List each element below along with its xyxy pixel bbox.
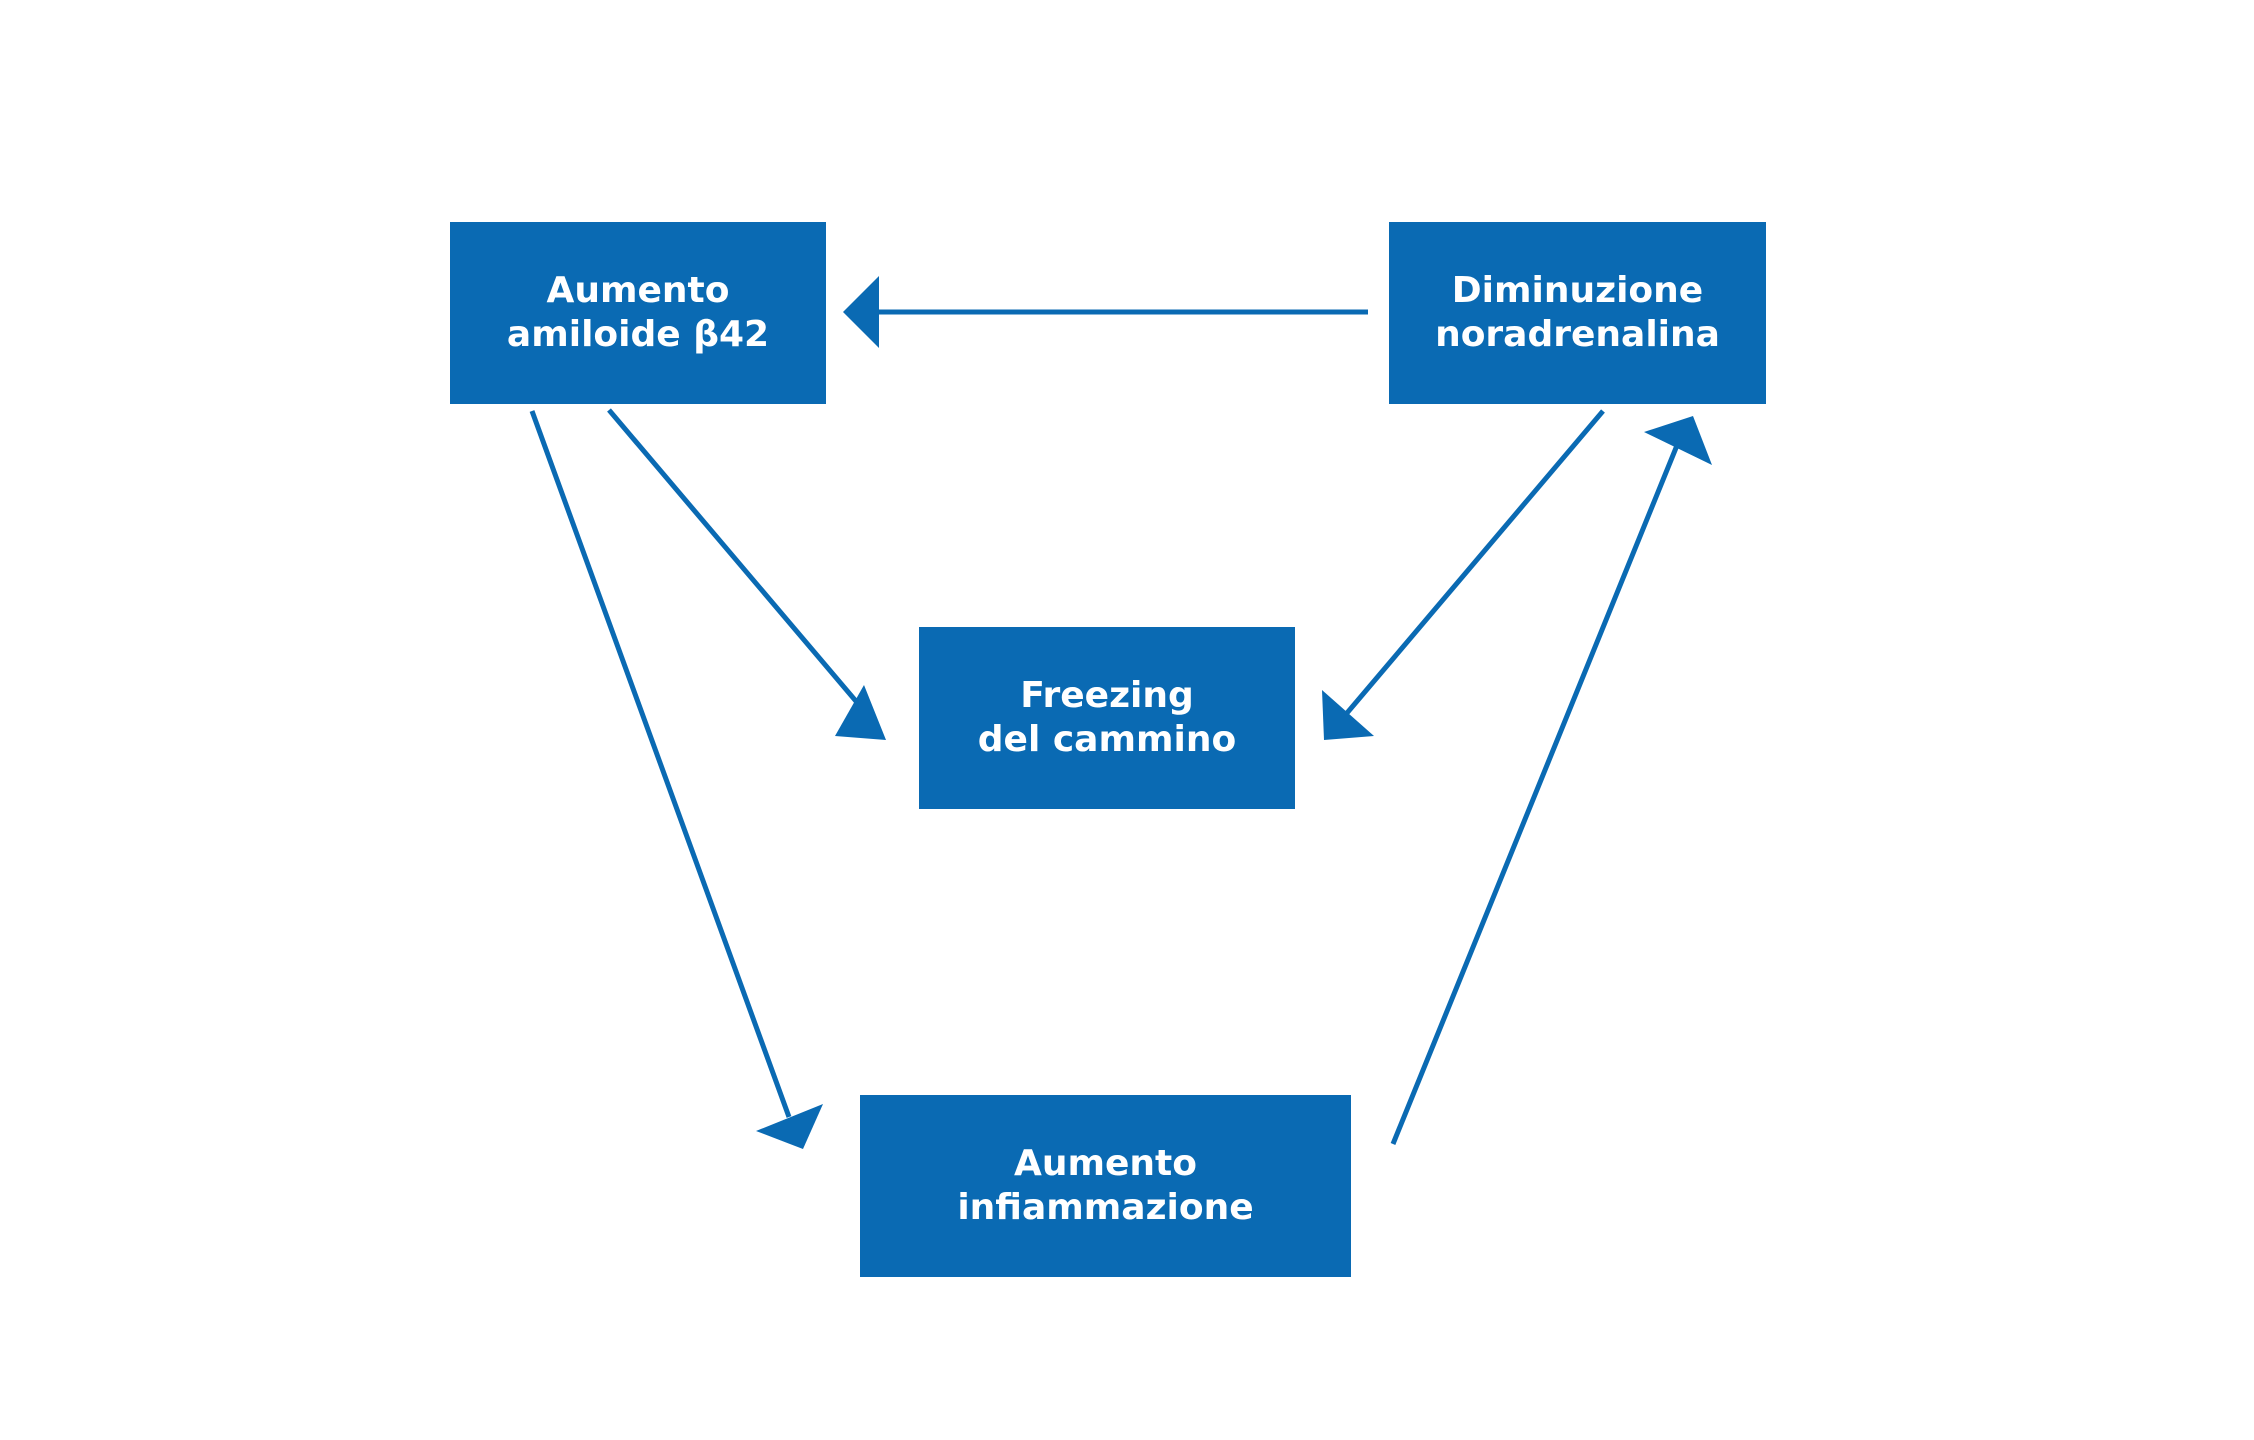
node-label-diminuzione-noradrenalina: Diminuzione noradrenalina (1435, 270, 1720, 355)
node-aumento-infiammazione: Aumento infiammazione (860, 1095, 1351, 1277)
arrow-noradrenalina-to-amiloide (843, 276, 1368, 348)
node-label-aumento-amiloide: Aumento amiloide β42 (506, 270, 770, 355)
node-freezing-del-cammino: Freezing del cammino (919, 627, 1295, 809)
arrow-amiloide-to-infiammazione (529, 410, 823, 1149)
arrow-infiammazione-to-noradrenalina (1390, 416, 1712, 1145)
node-label-freezing-del-cammino: Freezing del cammino (977, 675, 1237, 760)
node-label-aumento-infiammazione: Aumento infiammazione (957, 1143, 1254, 1228)
arrow-noradrenalina-to-freezing (1322, 409, 1605, 740)
node-diminuzione-noradrenalina: Diminuzione noradrenalina (1389, 222, 1766, 404)
arrow-amiloide-to-freezing (607, 408, 886, 740)
node-aumento-amiloide: Aumento amiloide β42 (450, 222, 826, 404)
